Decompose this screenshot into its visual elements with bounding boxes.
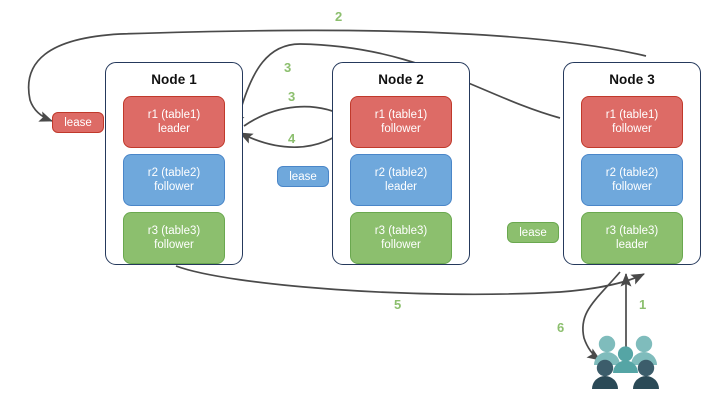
node-box-1[interactable]: Node 1 r1 (table1) leader r2 (table2) fo… xyxy=(105,62,243,265)
replica-r2[interactable]: r2 (table2) follower xyxy=(123,154,225,206)
replica-r2[interactable]: r2 (table2) follower xyxy=(581,154,683,206)
replica-role: follower xyxy=(154,181,194,193)
replica-r3[interactable]: r3 (table3) follower xyxy=(350,212,452,264)
arrow-step-5 xyxy=(175,265,645,296)
replica-role: leader xyxy=(158,123,190,135)
replica-role: follower xyxy=(381,123,421,135)
replica-name: r3 (table3) xyxy=(374,225,428,237)
replica-r1[interactable]: r1 (table1) leader xyxy=(123,96,225,148)
replica-name: r3 (table3) xyxy=(605,225,659,237)
replica-name: r3 (table3) xyxy=(147,225,201,237)
replica-name: r2 (table2) xyxy=(147,167,201,179)
node-box-3[interactable]: Node 3 r1 (table1) follower r2 (table2) … xyxy=(563,62,701,265)
replica-role: follower xyxy=(154,239,194,251)
step-label-4: 4 xyxy=(288,131,296,146)
replica-name: r2 (table2) xyxy=(605,167,659,179)
step-label-2: 2 xyxy=(335,9,343,24)
replica-name: r2 (table2) xyxy=(374,167,428,179)
replica-role: leader xyxy=(385,181,417,193)
replica-role: follower xyxy=(612,123,652,135)
replica-r1[interactable]: r1 (table1) follower xyxy=(581,96,683,148)
lease-badge-r1[interactable]: lease xyxy=(52,112,104,133)
step-label-6: 6 xyxy=(557,320,565,335)
lease-badge-r3[interactable]: lease xyxy=(507,222,559,243)
replica-role: follower xyxy=(612,181,652,193)
replica-r3[interactable]: r3 (table3) leader xyxy=(581,212,683,264)
replica-role: follower xyxy=(381,239,421,251)
node-title: Node 3 xyxy=(609,72,655,87)
replica-r1[interactable]: r1 (table1) follower xyxy=(350,96,452,148)
replica-role: leader xyxy=(616,239,648,251)
step-label-1: 1 xyxy=(639,297,647,312)
replica-r3[interactable]: r3 (table3) follower xyxy=(123,212,225,264)
arrow-step-2 xyxy=(27,29,647,122)
lease-badge-r2[interactable]: lease xyxy=(277,166,329,187)
step-label-3-upper: 3 xyxy=(284,60,292,75)
replica-name: r1 (table1) xyxy=(605,109,659,121)
arrow-step-6 xyxy=(582,271,621,361)
replica-r2[interactable]: r2 (table2) leader xyxy=(350,154,452,206)
replica-name: r1 (table1) xyxy=(374,109,428,121)
node-title: Node 1 xyxy=(151,72,197,87)
node-box-2[interactable]: Node 2 r1 (table1) follower r2 (table2) … xyxy=(332,62,470,265)
users-group-icon xyxy=(592,335,659,389)
replica-name: r1 (table1) xyxy=(147,109,201,121)
node-title: Node 2 xyxy=(378,72,424,87)
step-label-5: 5 xyxy=(394,297,402,312)
step-label-3-lower: 3 xyxy=(288,89,296,104)
